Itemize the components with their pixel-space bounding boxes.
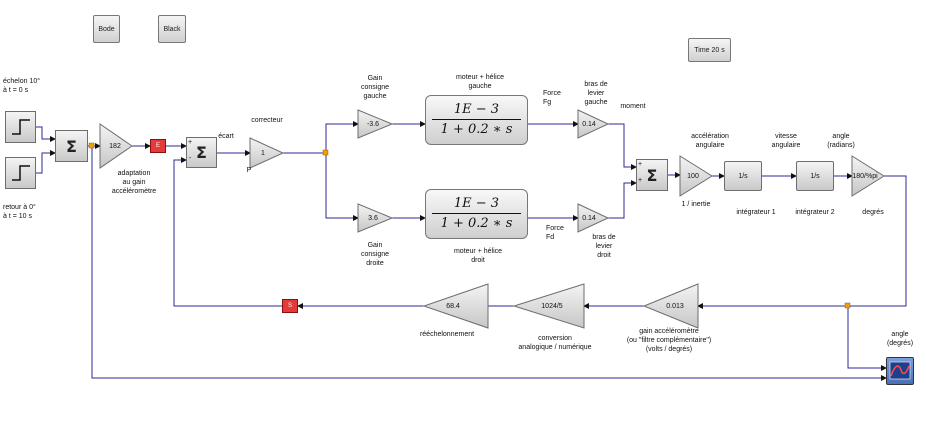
gain-droite-triangle [357,203,394,233]
correcteur-label: correcteur [251,117,283,124]
gain-adapt-value[interactable]: 182 [109,142,121,150]
tf-gauche-label: moteur + hélice gauche [455,74,505,90]
sum3-plus-sign: + [638,161,643,168]
step1-label: échelon 10° à t = 0 s [3,78,41,94]
rech-label: rééchelonnement [419,331,475,338]
tf-gauche-block[interactable]: 1E − 3 1 + 0.2 ∗ s [425,95,528,145]
bras-gauche-value[interactable]: 0.14 [582,120,596,128]
wire-step1 [36,126,56,142]
integ2-block[interactable]: 1/s [796,161,834,191]
correcteur-p-label: P [246,167,252,174]
split-point-feedback [844,302,851,309]
force-g-label: Force Fg [543,90,561,106]
inertie-value[interactable]: 100 [687,172,699,180]
bras-gauche-label: bras de levier gauche [584,81,608,106]
wire-split-scope [847,306,887,371]
wire-split-droite [325,153,359,221]
wire-split-gauche [325,121,359,153]
wire-ref-scope [91,146,887,381]
time-button[interactable]: Time 20 s [688,38,731,62]
fraction-bar [432,213,521,214]
step1-block[interactable] [5,111,36,143]
vit-label: vitesse angulaire [771,133,801,149]
wire-step2 [36,150,56,174]
force-d-label: Force Fd [546,225,564,241]
integ2-label: intégrateur 2 [795,209,835,216]
bode-button[interactable]: Bode [93,15,120,43]
tf-droite-numerator: 1E − 3 [453,196,500,211]
integ1-block[interactable]: 1/s [724,161,762,191]
bras-droite-triangle [577,203,610,233]
deg-gain-value[interactable]: 180/%pi [852,172,878,180]
step-icon [12,119,30,135]
acc-label: accélération angulaire [691,133,729,149]
gain-acc-triangle [642,283,699,329]
scope-icon [889,361,911,380]
gain-acc-value[interactable]: 0.013 [666,302,684,310]
split-point-ref [88,142,95,149]
step2-block[interactable] [5,157,36,189]
tf-droite-block[interactable]: 1E − 3 1 + 0.2 ∗ s [425,189,528,239]
goto-e-block[interactable]: E [150,139,166,153]
split-point-corr [322,149,329,156]
inertie-label: 1 / inertie [681,201,711,208]
bras-gauche-triangle [577,109,610,139]
bras-droite-value[interactable]: 0.14 [582,214,596,222]
gain-adapt-label: adaptation au gain accéléromètre [111,170,157,195]
deg-triangle [851,155,885,197]
angle-rad-label: angle (radians) [827,133,855,149]
bras-droite-label: bras de levier droit [592,234,616,259]
conv-label: conversion analogique / numérique [518,335,592,351]
scope-block[interactable] [886,357,914,385]
ecart-label: écart [218,133,234,140]
wire-s-sum2 [173,157,282,307]
rech-value[interactable]: 68.4 [446,302,460,310]
step2-label: retour à 0° à t = 10 s [3,204,36,220]
correcteur-triangle [249,137,285,169]
sum2-block[interactable]: Σ [186,137,217,168]
deg-gain-label: degrés [862,209,884,216]
inertie-triangle [679,155,713,197]
gain-droite-label: Gain consigne droite [360,242,390,267]
tf-droite-label: moteur + hélice droit [453,248,503,264]
moment-label: moment [620,103,646,110]
fraction-bar [432,119,521,120]
integ1-label: intégrateur 1 [736,209,776,216]
gain-adapt-triangle [99,123,133,169]
wire-brasg-sum3 [608,123,637,170]
gain-droite-value[interactable]: 3.6 [368,214,378,222]
correcteur-value[interactable]: 1 [261,149,265,157]
conv-value[interactable]: 1024/5 [541,302,563,310]
gain-gauche-label: Gain consigne gauche [360,75,390,100]
sum3-block[interactable]: Σ [636,159,668,191]
sum2-plus-sign: + [188,139,193,146]
tf-gauche-denominator: 1 + 0.2 ∗ s [440,122,513,137]
from-s-block[interactable]: S [282,299,298,313]
step-icon [12,165,30,181]
gain-gauche-value[interactable]: -3.6 [366,120,380,128]
rech-triangle [422,283,489,329]
tf-droite-denominator: 1 + 0.2 ∗ s [440,216,513,231]
sum3-plus-sign: + [638,177,643,184]
black-button[interactable]: Black [158,15,186,43]
sum2-minus-sign: - [189,155,192,162]
sum1-block[interactable]: Σ [55,130,88,162]
wire-deg-out [848,175,907,307]
conv-triangle [512,283,585,329]
gain-gauche-triangle [357,109,394,139]
gain-acc-label: gain accéléromètre (ou "filtre complémen… [626,328,712,353]
scope-label: angle (degrés) [886,331,914,347]
wire-brasd-sum3 [608,180,637,219]
tf-gauche-numerator: 1E − 3 [453,102,500,117]
